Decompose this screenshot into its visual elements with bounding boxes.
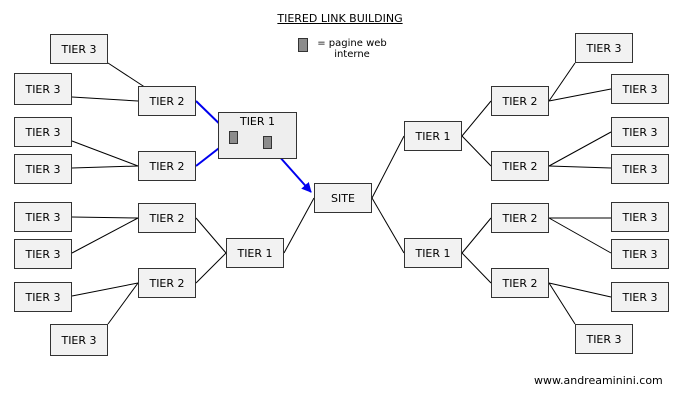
tier1-group: TIER 1 (218, 112, 297, 159)
tier1-node: TIER 1 (404, 238, 462, 268)
tier3-node: TIER 3 (14, 73, 72, 105)
legend-text: = pagine web interne (317, 38, 387, 60)
link-line (283, 197, 315, 254)
tier3-node: TIER 3 (14, 239, 72, 269)
link-line (107, 282, 139, 325)
link-line (548, 217, 612, 254)
tier3-node: TIER 3 (50, 324, 108, 356)
link-line (71, 217, 139, 254)
tier1-group-label: TIER 1 (239, 115, 276, 128)
tier3-node: TIER 3 (14, 154, 72, 184)
tier3-node: TIER 3 (611, 117, 669, 147)
footer-url: www.andreaminini.com (534, 374, 663, 387)
link-line (548, 62, 576, 102)
tier2-node: TIER 2 (491, 86, 549, 116)
link-line (461, 217, 492, 254)
tier3-node: TIER 3 (50, 34, 108, 64)
tier2-node: TIER 2 (138, 203, 196, 233)
tier3-node: TIER 3 (14, 117, 72, 147)
internal-page-icon (263, 136, 272, 149)
link-line (548, 282, 576, 325)
diagram-title: TIERED LINK BUILDING (277, 12, 403, 25)
link-line (71, 96, 139, 102)
link-line (71, 140, 139, 167)
tier3-node: TIER 3 (14, 202, 72, 232)
link-line (548, 88, 612, 102)
link-line (195, 252, 227, 284)
link-line (461, 252, 492, 284)
link-line (71, 282, 139, 297)
tier3-node: TIER 3 (611, 282, 669, 312)
link-line (461, 135, 492, 167)
tier2-node: TIER 2 (138, 151, 196, 181)
tier2-node: TIER 2 (491, 268, 549, 298)
tier3-node: TIER 3 (575, 324, 633, 354)
tier3-node: TIER 3 (611, 202, 669, 232)
link-line (548, 282, 612, 298)
link-line (195, 217, 227, 254)
tier3-node: TIER 3 (611, 239, 669, 269)
legend-page-icon (298, 38, 308, 52)
tier3-node: TIER 3 (575, 33, 633, 63)
link-line (548, 131, 612, 167)
link-line (548, 165, 612, 169)
link-line (71, 165, 139, 169)
tier2-node: TIER 2 (138, 268, 196, 298)
link-line (371, 135, 405, 199)
link-line (371, 197, 405, 254)
link-line (71, 216, 139, 219)
site-node: SITE (314, 183, 372, 213)
tier2-node: TIER 2 (491, 203, 549, 233)
tier3-node: TIER 3 (14, 282, 72, 312)
tier1-node: TIER 1 (404, 121, 462, 151)
tier1-node: TIER 1 (226, 238, 284, 268)
tier2-node: TIER 2 (491, 151, 549, 181)
tier3-node: TIER 3 (611, 74, 669, 104)
internal-page-icon (229, 131, 238, 144)
tier2-node: TIER 2 (138, 86, 196, 116)
link-line (461, 100, 492, 137)
tier3-node: TIER 3 (611, 154, 669, 184)
